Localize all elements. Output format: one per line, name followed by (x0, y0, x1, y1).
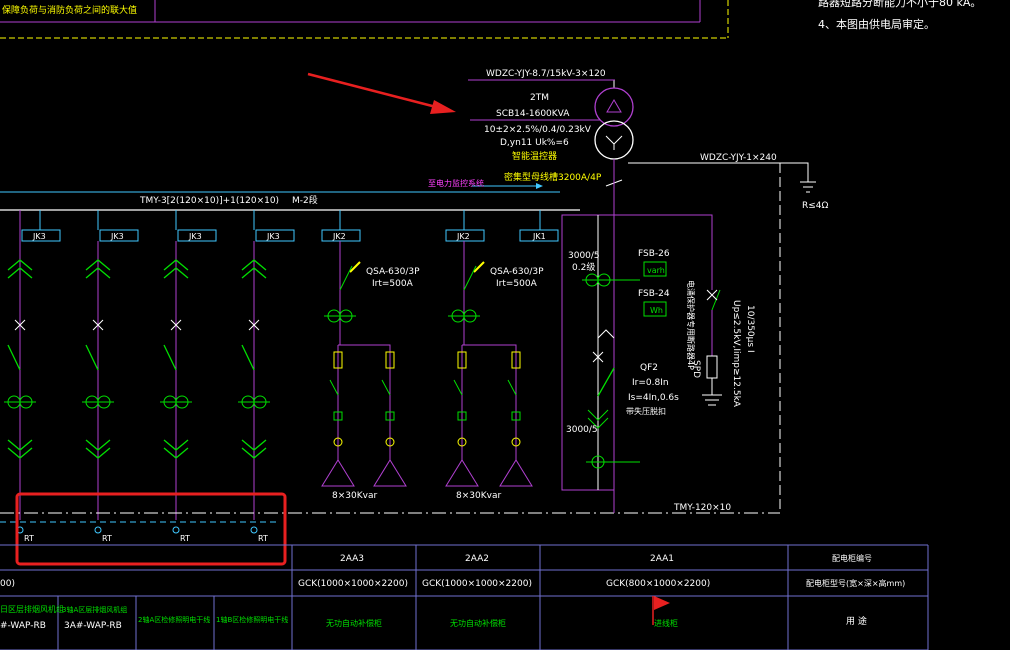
feeder-3-rt: RT (180, 534, 190, 543)
use-cell-7-line1: 进线柜 (654, 618, 678, 628)
use-cell-6-line1: 无功自动补偿柜 (450, 618, 506, 628)
feeder-2-rt: RT (102, 534, 112, 543)
capacitor-2-capacity: 8×30Kvar (456, 491, 501, 501)
feeder-4-tag: JK3 (266, 232, 280, 241)
incoming-panel (519, 210, 722, 491)
table-model-2aa3: GCK(1000×1000×2200) (298, 579, 408, 589)
breaker-qf2: QF2 (640, 363, 658, 373)
capacitor-1-capacity: 8×30Kvar (332, 491, 377, 501)
table-model-col0: 00) (0, 579, 15, 589)
transformer-name: 2TM (530, 93, 549, 103)
table-header-2aa3: 2AA3 (340, 554, 364, 564)
cable-in-label: WDZC-YJY-8.7/15kV-3×120 (486, 69, 606, 79)
capacitor-1-switch: QSA-630/3P (366, 267, 420, 277)
meter-varh-unit: varh (647, 266, 665, 275)
use-cell-1-line1: 日区层排烟风机组 (0, 604, 64, 614)
spd-spec-1: 10/350μs Ⅰ (745, 305, 755, 353)
spd-spec-2: Up≤2.5kV,Iimp≥12.5kA (731, 300, 741, 408)
top-frame (0, 0, 729, 39)
ct-top-class: 0.2级 (572, 261, 595, 273)
spd-label: SPD (691, 360, 701, 378)
use-cell-4-line1: 1轴B区检修照明电干线 (216, 615, 288, 624)
capacitor-2-rating: Irt=500A (496, 279, 538, 289)
capacitor-bank-2 (445, 210, 533, 487)
busbar-section-name: M-2段 (292, 194, 318, 206)
red-highlight-box (15, 492, 287, 566)
use-cell-2-line2: 3A#-WAP-RB (64, 621, 122, 631)
feeder-4-rt: RT (258, 534, 268, 543)
busway-label: 密集型母线槽3200A/4P (504, 171, 602, 183)
feeder-2-tag: JK3 (110, 232, 124, 241)
breaker-trip: 带失压脱扣 (626, 406, 666, 416)
feeder-circuits (4, 210, 295, 534)
feeder-1-rt: RT (24, 534, 34, 543)
incoming-tag: JK1 (532, 232, 546, 241)
note-short-circuit: 路器短路分断能力不小于80 kA。 (818, 0, 981, 9)
use-cell-1-line2: #-WAP-RB (0, 621, 46, 631)
busbar-label: TMY-3[2(120×10)]+1(120×10) (139, 196, 279, 206)
spd-switch-label: 电涌保护器专用断路器4P (686, 280, 696, 370)
ground-resistance-label: R≤4Ω (802, 201, 829, 211)
temp-controller-label: 智能温控器 (512, 150, 557, 162)
ground-cable-label: WDZC-YJY-1×240 (700, 153, 777, 163)
transformer-ratio: 10±2×2.5%/0.4/0.23kV (484, 125, 592, 135)
bottom-busbar-label: TMY-120×10 (673, 503, 731, 513)
capacitor-1-rating: Irt=500A (372, 279, 414, 289)
table-header-2aa2: 2AA2 (465, 554, 489, 564)
ct-bottom-label: 3000/5 (566, 425, 598, 435)
transformer-vector: D,yn11 Uk%=6 (500, 138, 569, 148)
red-arrow-icon (307, 72, 456, 114)
red-flag-icon (652, 596, 670, 625)
use-cell-3-line1: 2轴A区检修照明电干线 (138, 615, 210, 624)
monitor-label: 至电力监控系统 (428, 178, 484, 188)
table-model-2aa2: GCK(1000×1000×2200) (422, 579, 532, 589)
ct-top-label: 3000/5 (568, 251, 600, 261)
capacitor-2-tag: JK2 (456, 232, 470, 241)
panel-schedule-table (0, 544, 929, 650)
top-left-note: 保障负荷与消防负荷之间的联大值 (2, 4, 137, 16)
transformer-model: SCB14-1600KVA (496, 109, 570, 119)
feeder-3-tag: JK3 (188, 232, 202, 241)
use-cell-2-line1: 3轴A区层排烟风机组 (62, 605, 127, 614)
feeder-1-tag: JK3 (32, 232, 46, 241)
note-4: 4、本图由供电局审定。 (818, 17, 935, 31)
meter-wh-unit: Wh (650, 306, 663, 315)
use-cell-5-line1: 无功自动补偿柜 (326, 618, 382, 628)
table-header-2aa1: 2AA1 (650, 554, 674, 564)
capacitor-1-tag: JK2 (332, 232, 346, 241)
table-model-header: 配电柜型号(宽×深×高mm) (806, 578, 905, 588)
meter-varh-label: FSB-26 (638, 249, 670, 259)
capacitor-bank-1 (321, 210, 407, 487)
table-model-2aa1: GCK(800×1000×2200) (606, 579, 710, 589)
table-header-panel-no: 配电柜编号 (832, 553, 872, 563)
breaker-ir: Ir=0.8In (632, 378, 669, 388)
meter-wh-label: FSB-24 (638, 289, 670, 299)
breaker-is: Is=4In,0.6s (628, 393, 679, 403)
capacitor-2-switch: QSA-630/3P (490, 267, 544, 277)
bottom-lines (0, 163, 781, 523)
use-cell-8-line1: 用 途 (846, 615, 867, 627)
